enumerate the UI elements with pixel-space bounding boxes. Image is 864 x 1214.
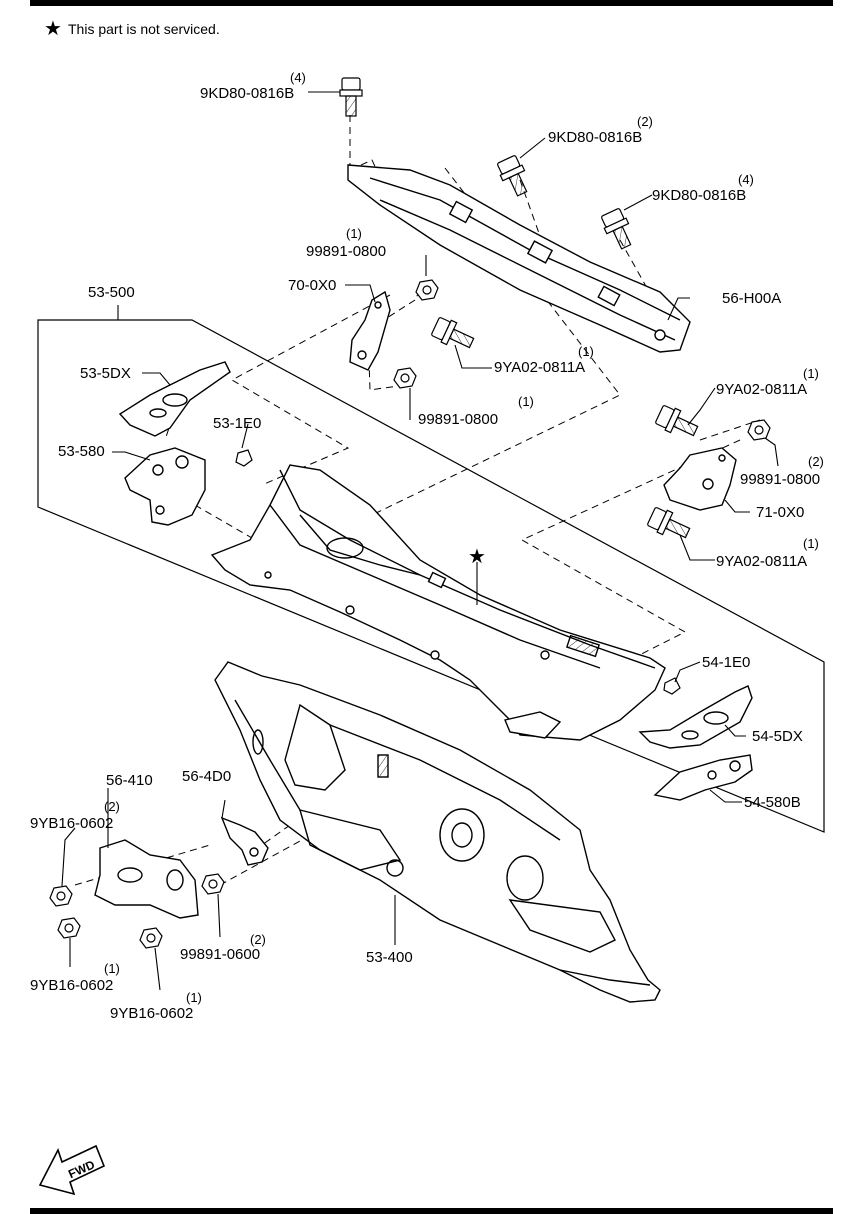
label-9ya02-a: 9YA02-0811A bbox=[494, 359, 585, 376]
label-99891-0800-c: 99891-0800 bbox=[740, 471, 820, 488]
bracket-56-4d0 bbox=[220, 816, 269, 866]
nut-99891-0800-c-icon bbox=[747, 419, 771, 441]
bracket-71-0x0 bbox=[663, 447, 737, 511]
qty-9kd80-mid: (2) bbox=[637, 114, 653, 129]
label-54-1e0: 54-1E0 bbox=[702, 654, 750, 671]
bolt-9kd80-right-icon bbox=[601, 208, 632, 250]
panel-54-5dx bbox=[638, 685, 753, 749]
cowl-panel bbox=[210, 464, 666, 741]
label-9yb16-b: 9YB16-0602 bbox=[30, 977, 113, 994]
panel-54-580b bbox=[653, 754, 753, 801]
qty-99891-0800-a: (1) bbox=[346, 226, 362, 241]
dash-panel-53-400 bbox=[214, 661, 661, 1003]
nut-99891-0800-b-icon bbox=[393, 367, 417, 389]
label-99891-0600: 99891-0600 bbox=[180, 946, 260, 963]
nut-9yb16-a-icon bbox=[49, 885, 73, 907]
assembly-outline-53-500 bbox=[37, 319, 825, 833]
label-9kd80-mid: 9KD80-0816B bbox=[548, 129, 642, 146]
label-99891-0800-a: 99891-0800 bbox=[306, 243, 386, 260]
clip-53-1e0 bbox=[235, 449, 253, 467]
nut-99891-0600-icon bbox=[201, 873, 225, 895]
label-53-500: 53-500 bbox=[88, 284, 135, 301]
bracket-56-410 bbox=[94, 839, 199, 919]
panel-53-580 bbox=[124, 447, 206, 526]
label-53-1e0: 53-1E0 bbox=[213, 415, 261, 432]
label-54-5dx: 54-5DX bbox=[752, 728, 803, 745]
nut-99891-0800-a-icon bbox=[415, 279, 439, 301]
label-56-h00a: 56-H00A bbox=[722, 290, 781, 307]
bolt-9kd80-mid-icon bbox=[497, 155, 528, 197]
part-labels: (4) 9KD80-0816B (2) 9KD80-0816B (4) 9KD8… bbox=[30, 70, 824, 1022]
qty-9ya02-c: (1) bbox=[803, 536, 819, 551]
label-53-580: 53-580 bbox=[58, 443, 105, 460]
bolt-9ya02-a-icon bbox=[431, 317, 475, 349]
top-border bbox=[30, 0, 833, 6]
label-54-580b: 54-580B bbox=[744, 794, 801, 811]
bottom-border bbox=[30, 1208, 833, 1214]
label-71-0x0: 71-0X0 bbox=[756, 504, 804, 521]
label-53-400: 53-400 bbox=[366, 949, 413, 966]
qty-9yb16-b: (1) bbox=[104, 961, 120, 976]
bolt-9ya02-b-icon bbox=[655, 405, 699, 437]
panel-53-5dx bbox=[118, 361, 231, 437]
qty-99891-0800-c: (2) bbox=[808, 454, 824, 469]
bolt-9kd80-top-icon bbox=[339, 77, 363, 117]
bolt-9ya02-c-icon bbox=[647, 507, 691, 539]
label-9yb16-c: 9YB16-0602 bbox=[110, 1005, 193, 1022]
qty-9kd80-top: (4) bbox=[290, 70, 306, 85]
note: ★ This part is not serviced. bbox=[44, 18, 220, 40]
label-99891-0800-b: 99891-0800 bbox=[418, 411, 498, 428]
qty-9ya02-a: (1) bbox=[578, 344, 594, 359]
bracket-70-0x0 bbox=[349, 290, 391, 371]
star-marker-icon: ★ bbox=[468, 546, 486, 568]
label-9kd80-top: 9KD80-0816B bbox=[200, 85, 294, 102]
label-9ya02-b: 9YA02-0811A bbox=[716, 381, 807, 398]
clip-54-1e0 bbox=[663, 677, 681, 695]
qty-99891-0800-b: (1) bbox=[518, 394, 534, 409]
label-70-0x0: 70-0X0 bbox=[288, 277, 336, 294]
note-text: This part is not serviced. bbox=[68, 21, 220, 37]
qty-9yb16-a: (2) bbox=[104, 799, 120, 814]
qty-9yb16-c: (1) bbox=[186, 990, 202, 1005]
qty-99891-0600: (2) bbox=[250, 932, 266, 947]
nut-9yb16-b-icon bbox=[57, 917, 81, 939]
label-56-4d0: 56-4D0 bbox=[182, 768, 231, 785]
nuts bbox=[49, 279, 771, 949]
brace-56-h00a bbox=[347, 164, 691, 353]
qty-9kd80-right: (4) bbox=[738, 172, 754, 187]
label-9yb16-a: 9YB16-0602 bbox=[30, 815, 113, 832]
label-9kd80-right: 9KD80-0816B bbox=[652, 187, 746, 204]
leader-lines bbox=[61, 91, 779, 991]
label-56-410: 56-410 bbox=[106, 772, 153, 789]
nut-9yb16-c-icon bbox=[139, 927, 163, 949]
fwd-arrow-icon: FWD bbox=[38, 1144, 106, 1196]
label-53-5dx: 53-5DX bbox=[80, 365, 131, 382]
label-9ya02-c: 9YA02-0811A bbox=[716, 553, 807, 570]
star-icon: ★ bbox=[44, 18, 62, 40]
qty-9ya02-b: (1) bbox=[803, 366, 819, 381]
